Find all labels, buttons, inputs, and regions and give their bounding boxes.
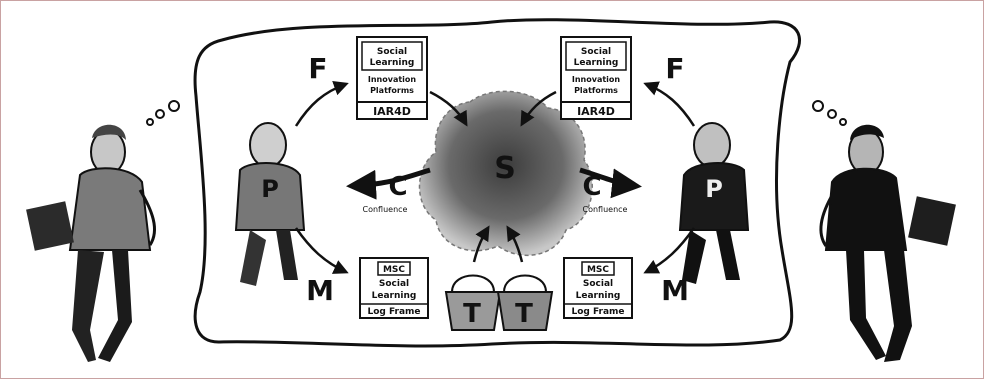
basket-t-left: T	[444, 274, 502, 331]
box-top-right-line3: Innovation	[572, 75, 621, 84]
node-m-left: M	[306, 274, 334, 307]
box-top-left-line2: Learning	[370, 58, 415, 68]
person-left-illustration	[26, 124, 156, 362]
node-s: S	[494, 151, 516, 186]
box-top-left: Social Learning Innovation Platforms IAR…	[356, 36, 428, 120]
figure-p-left: P	[234, 122, 306, 286]
node-f-left: F	[308, 52, 327, 85]
basket-t-right: T	[496, 274, 554, 331]
box-top-left-line3: Innovation	[368, 75, 417, 84]
node-t-left: T	[463, 299, 481, 329]
box-bottom-right-line1: Social	[583, 279, 613, 289]
node-p-right: P	[705, 175, 723, 203]
thought-bubble-outline	[193, 18, 801, 348]
confluence-label-right: Confluence	[583, 205, 628, 214]
node-p-left: P	[261, 175, 279, 203]
node-c-left: C	[388, 172, 407, 202]
box-bottom-right: MSC Social Learning Log Frame	[563, 257, 633, 319]
box-top-right: Social Learning Innovation Platforms IAR…	[560, 36, 632, 120]
box-bottom-left-tag: MSC	[383, 265, 405, 275]
flow-arrows	[294, 81, 696, 274]
person-right-illustration	[819, 124, 956, 362]
thought-dots-right	[812, 100, 847, 126]
box-top-right-line4: Platforms	[574, 86, 618, 95]
box-top-right-footer: IAR4D	[577, 105, 615, 118]
box-bottom-left-line3: Log Frame	[367, 307, 420, 317]
s-cloud: S	[418, 90, 593, 257]
box-bottom-right-line2: Learning	[576, 291, 621, 301]
node-c-right-group: C Confluence	[579, 167, 642, 214]
box-top-right-line2: Learning	[574, 58, 619, 68]
box-bottom-left-line2: Learning	[372, 291, 417, 301]
box-bottom-right-tag: MSC	[587, 265, 609, 275]
node-c-left-group: C Confluence	[346, 167, 431, 214]
box-top-left-footer: IAR4D	[373, 105, 411, 118]
box-bottom-right-line3: Log Frame	[571, 307, 624, 317]
box-top-left-line4: Platforms	[370, 86, 414, 95]
confluence-label-left: Confluence	[363, 205, 408, 214]
node-c-right: C	[582, 172, 601, 202]
box-bottom-left-line1: Social	[379, 279, 409, 289]
node-f-right: F	[665, 52, 684, 85]
box-bottom-left: MSC Social Learning Log Frame	[359, 257, 429, 319]
box-top-left-line1: Social	[377, 47, 407, 57]
node-t-right: T	[515, 299, 533, 329]
thought-dots-left	[146, 100, 180, 126]
box-top-right-line1: Social	[581, 47, 611, 57]
figure-p-right: P	[678, 122, 750, 284]
